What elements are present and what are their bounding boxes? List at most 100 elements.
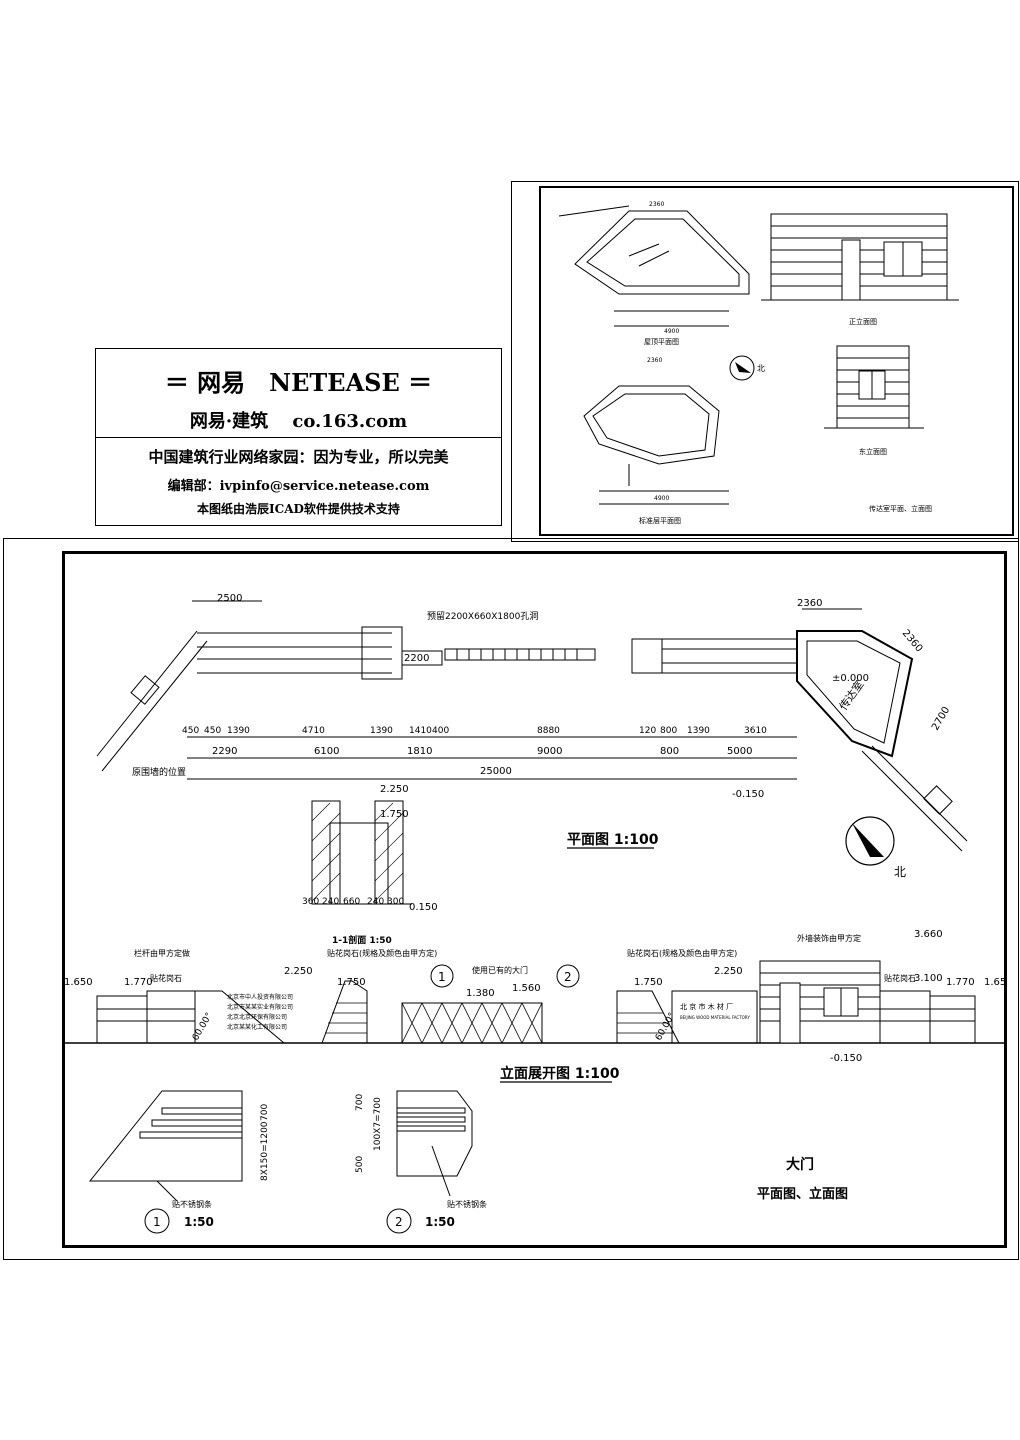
elevation-view <box>62 960 1007 1044</box>
plan-dim-right-lower: 2700 <box>930 705 952 733</box>
elevation-note-finish: 外墙装饰由甲方定 <box>797 933 861 943</box>
netease-stamp: ＝ 网易 NETEASE ＝ 网易·建筑 co.163.com 中国建筑行业网络… <box>95 348 502 526</box>
dim-r1-2: 1390 <box>227 726 250 736</box>
roof-dim-bottom: 4900 <box>664 328 679 335</box>
dim-r2-5: 5000 <box>727 746 752 757</box>
company-line-3: 北京某某化工有限公司 <box>227 1023 287 1031</box>
elevation-callout-1: 1 <box>438 970 446 984</box>
elev-level-4: 1.380 <box>466 988 495 999</box>
section-dim-1: 240 <box>322 897 339 907</box>
elevation-callout-2: 2 <box>564 970 572 984</box>
section-1-1 <box>311 800 412 905</box>
roof-plan <box>558 205 750 327</box>
elevation-note-stone-left2: 贴花岗石(规格及颜色由甲方定) <box>327 948 437 958</box>
plan-dim-total: 25000 <box>480 766 512 777</box>
stamp-subtitle: 网易·建筑 co.163.com <box>189 411 408 432</box>
d1-num-circle <box>144 1208 170 1234</box>
dim-r1-10: 1390 <box>687 726 710 736</box>
factory-sub: BEIJING WOOD MATERIAL FACTORY <box>680 1015 750 1020</box>
d1-num: 1 <box>153 1215 161 1229</box>
elev-level-2: 2.250 <box>284 966 313 977</box>
elev-level-8: 3.660 <box>914 929 943 940</box>
d1-dim-0: 700 <box>260 1104 270 1121</box>
stamp-support: 本图纸由浩辰ICAD软件提供技术支持 <box>197 502 400 516</box>
main-sheet-border <box>62 551 1007 1248</box>
floor-plan <box>583 385 729 505</box>
plan-dims-row1: 450 450 1390 4710 1390 1410 400 8880 120… <box>182 726 767 736</box>
section-level-1: 2.250 <box>380 784 409 795</box>
elev-level-7: 2.250 <box>714 966 743 977</box>
floor-dim-top: 2360 <box>647 357 662 364</box>
detail-1 <box>88 1090 243 1202</box>
plan-north-label: 北 <box>894 865 906 879</box>
d2-dim-0: 700 <box>355 1094 365 1111</box>
elevation-note-gate: 使用已有的大门 <box>472 965 528 975</box>
section-dim-0: 360 <box>302 897 319 907</box>
floor-plan-title: 标准层平面图 <box>639 516 681 525</box>
plan-level-zero: ±0.000 <box>832 673 869 684</box>
dim-r1-5: 1410 <box>409 726 432 736</box>
dim-r2-2: 1810 <box>407 746 432 757</box>
elevation-callouts <box>430 964 580 988</box>
section-hatch <box>311 802 404 902</box>
company-line-2: 北京北京环保有限公司 <box>227 1013 287 1021</box>
east-elev-title: 东立面图 <box>859 447 887 456</box>
upper-sheet-border <box>539 186 1014 536</box>
upper-sheet-caption: 传达室平面、立面图 <box>869 504 932 513</box>
dim-r2-3: 9000 <box>537 746 562 757</box>
elev-level-9: 3.100 <box>914 973 943 984</box>
d2-dim-1: 100X7=700 <box>373 1097 383 1151</box>
dim-r1-3: 4710 <box>302 726 325 736</box>
dim-r1-4: 1390 <box>370 726 393 736</box>
elev-level-11: 1.650 <box>984 977 1007 988</box>
plan-title: 平面图 1:100 <box>567 832 659 848</box>
elevation-note-stone-right: 贴花岗石(规格及颜色由甲方定) <box>627 948 737 958</box>
title-block-line1: 大门 <box>786 1156 814 1173</box>
d2-title: 1:50 <box>425 1215 455 1229</box>
dim-r1-7: 8880 <box>537 726 560 736</box>
d2-num-circle <box>386 1208 412 1234</box>
dim-r2-4: 800 <box>660 746 679 757</box>
section-level-3: 0.150 <box>409 902 438 913</box>
plan-reserved-hole-note: 预留2200X660X1800孔洞 <box>427 610 538 622</box>
dim-r1-11: 3610 <box>744 726 767 736</box>
plan-view <box>96 600 968 852</box>
elev-level-6: 1.750 <box>634 977 663 988</box>
dim-r1-9: 800 <box>660 726 677 736</box>
plan-dim-right-diag: 2360 <box>900 628 925 655</box>
title-block-line2: 平面图、立面图 <box>757 1186 848 1202</box>
dim-r1-0: 450 <box>182 726 199 736</box>
main-sheet-drawings: 2500 预留2200X660X1800孔洞 2200 2360 2360 27… <box>62 593 1007 1234</box>
d1-title: 1:50 <box>184 1215 214 1229</box>
elev-level-5: 1.560 <box>512 983 541 994</box>
elevation-note-railing: 栏杆由甲方定做 <box>134 948 190 958</box>
stamp-slogan: 中国建筑行业网络家园：因为专业，所以完美 <box>148 448 449 466</box>
elev-level-0: 1.650 <box>64 977 93 988</box>
elev-angle-1: 60.00° <box>654 1011 678 1042</box>
section-dim-2: 660 <box>343 897 360 907</box>
elevation-note-stone-left: 贴花岗石 <box>150 973 182 983</box>
stamp-divider <box>96 437 501 438</box>
d2-dim-2: 500 <box>355 1156 365 1173</box>
section-title: 1-1剖面 1:50 <box>332 934 392 946</box>
factory-name: 北 京 市 木 材 厂 <box>680 1002 733 1011</box>
roof-dim-top: 2360 <box>649 201 664 208</box>
elev-level-3: 1.750 <box>337 977 366 988</box>
stamp-title: ＝ 网易 NETEASE ＝ <box>164 368 433 397</box>
dim-r1-1: 450 <box>204 726 221 736</box>
dim-r2-0: 2290 <box>212 746 237 757</box>
gate-track-cells <box>456 649 578 660</box>
dim-r1-8: 120 <box>639 726 656 736</box>
front-elevation <box>761 213 959 301</box>
east-elevation <box>824 345 924 429</box>
elev-level-1: 1.770 <box>124 977 153 988</box>
section-level-2: 1.750 <box>380 809 409 820</box>
upper-north-label: 北 <box>757 364 765 373</box>
d1-dim-1: 8X150=1200 <box>260 1121 270 1181</box>
elevation-stairs <box>325 1002 674 1034</box>
plan-dim-middle-gap: 2200 <box>404 653 429 664</box>
plan-level-minus: -0.150 <box>732 789 764 800</box>
detail-2 <box>396 1090 473 1197</box>
d2-num: 2 <box>395 1215 403 1229</box>
company-line-0: 北京市中人投资有限公司 <box>227 993 293 1001</box>
